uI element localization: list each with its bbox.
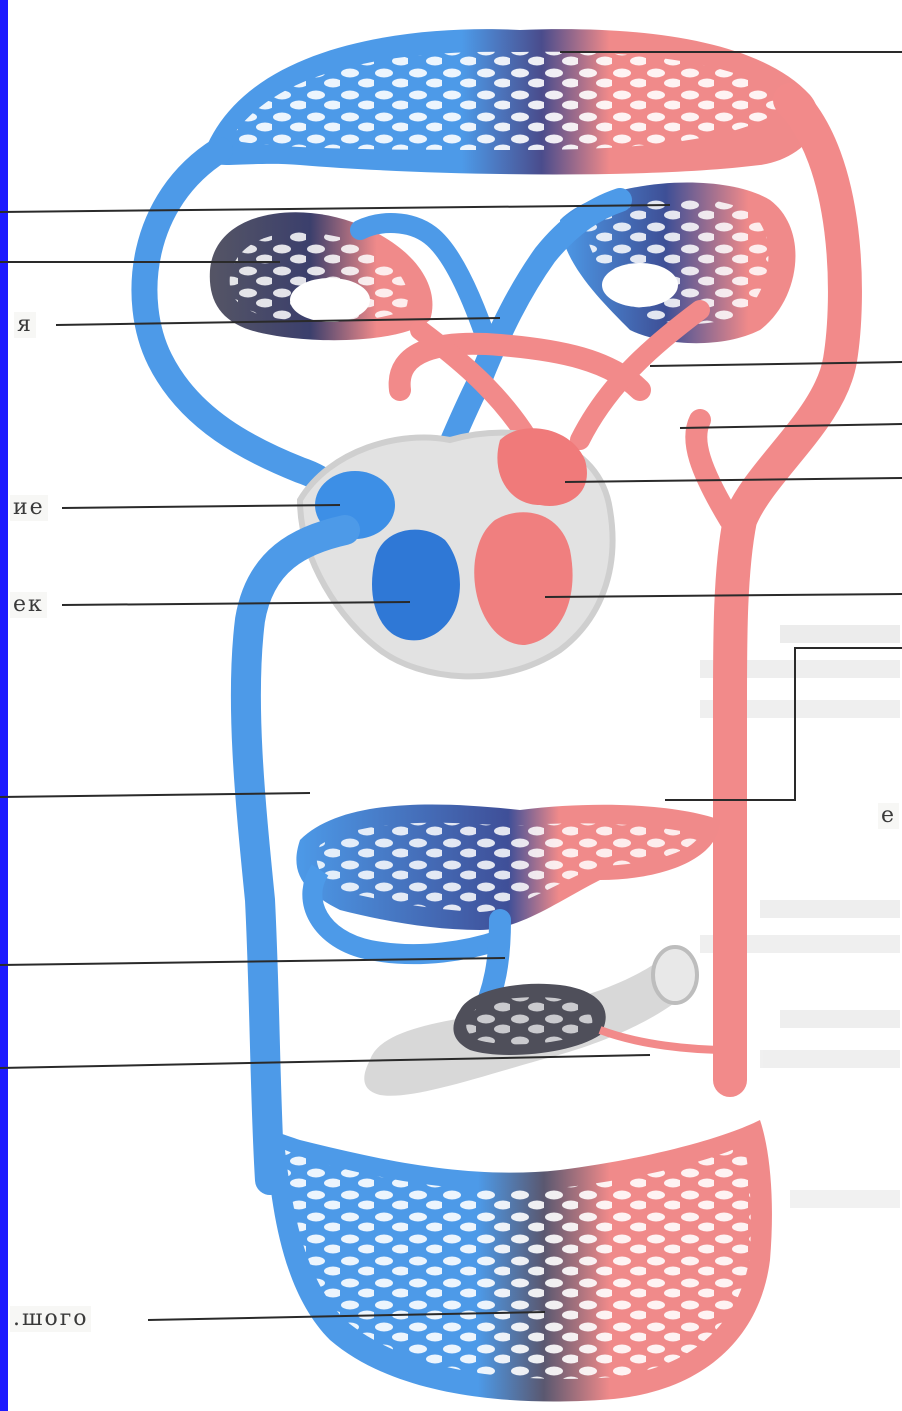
aorta-branch: [696, 420, 730, 520]
right-ventricle: [372, 530, 460, 641]
leader-right-3: [565, 478, 902, 482]
leader-right-1: [650, 362, 902, 366]
label-fragment-shogo: .шого: [10, 1306, 91, 1332]
leader-left-lower-2: [0, 1055, 650, 1068]
lower-capillary-network: [265, 1120, 772, 1401]
label-fragment-ek: ек: [10, 592, 47, 618]
label-fragment-ya: я: [14, 312, 36, 338]
upper-capillary-network: [204, 29, 819, 174]
label-fragment-e: е: [878, 803, 899, 829]
liver: [364, 947, 730, 1096]
leader-top-left-1: [0, 205, 670, 212]
label-fragment-ie: ие: [10, 495, 48, 521]
